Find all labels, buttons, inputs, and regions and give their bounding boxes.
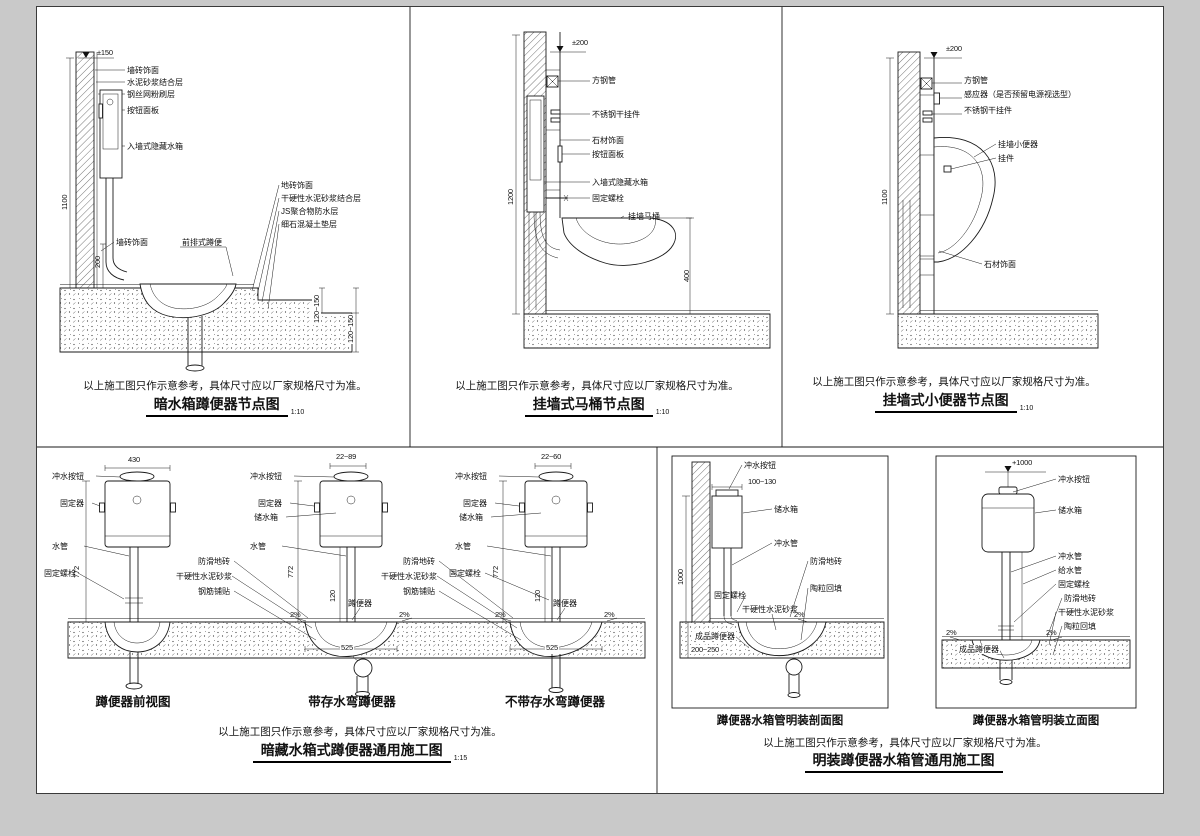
p4-drawing bbox=[67, 463, 646, 697]
p3-drawing bbox=[886, 51, 1099, 349]
p4-subtitle-front-view: 蹲便器前视图 bbox=[95, 695, 171, 709]
panel3-scale: 1:10 bbox=[1019, 405, 1034, 412]
p4-subtitle-without-trap: 不带存水弯蹲便器 bbox=[504, 695, 606, 709]
panel2-title: 挂墙式马桶节点图 bbox=[524, 394, 653, 417]
panel1-scale: 1:10 bbox=[290, 409, 305, 416]
panel3-note: 以上施工图只作示意参考，具体尺寸应以厂家规格尺寸为准。 bbox=[812, 376, 1096, 388]
panel5-note: 以上施工图只作示意参考，具体尺寸应以厂家规格尺寸为准。 bbox=[763, 737, 1047, 749]
panel4-scale: 1:15 bbox=[453, 755, 468, 762]
p5-subtitle-elevation: 蹲便器水箱管明装立面图 bbox=[972, 715, 1100, 727]
panel4-title: 暗藏水箱式蹲便器通用施工图 bbox=[252, 740, 451, 763]
panel1-note: 以上施工图只作示意参考，具体尺寸应以厂家规格尺寸为准。 bbox=[83, 380, 367, 392]
panel1-title-row: 暗水箱蹲便器节点图 1:10 bbox=[40, 394, 410, 417]
panel4-title-row: 暗藏水箱式蹲便器通用施工图 1:15 bbox=[60, 740, 660, 763]
p5-subtitle-section: 蹲便器水箱管明装剖面图 bbox=[716, 715, 844, 727]
p2-drawing bbox=[512, 31, 771, 349]
panel2-title-row: 挂墙式马桶节点图 1:10 bbox=[412, 394, 782, 417]
p1-drawing bbox=[59, 51, 359, 372]
panel3-title: 挂墙式小便器节点图 bbox=[874, 390, 1017, 413]
panel2-scale: 1:10 bbox=[655, 409, 670, 416]
panel1-title: 暗水箱蹲便器节点图 bbox=[145, 394, 288, 417]
panel2-note: 以上施工图只作示意参考，具体尺寸应以厂家规格尺寸为准。 bbox=[455, 380, 739, 392]
panel-borders bbox=[37, 7, 1163, 793]
p5-drawing bbox=[679, 461, 1131, 698]
panel3-title-row: 挂墙式小便器节点图 1:10 bbox=[784, 390, 1124, 413]
panel4-note: 以上施工图只作示意参考，具体尺寸应以厂家规格尺寸为准。 bbox=[218, 726, 502, 738]
panel5-title: 明装蹲便器水箱管通用施工图 bbox=[804, 750, 1003, 773]
panel5-title-row: 明装蹲便器水箱管通用施工图 bbox=[660, 750, 1150, 773]
p4-subtitle-with-trap: 带存水弯蹲便器 bbox=[308, 695, 396, 709]
